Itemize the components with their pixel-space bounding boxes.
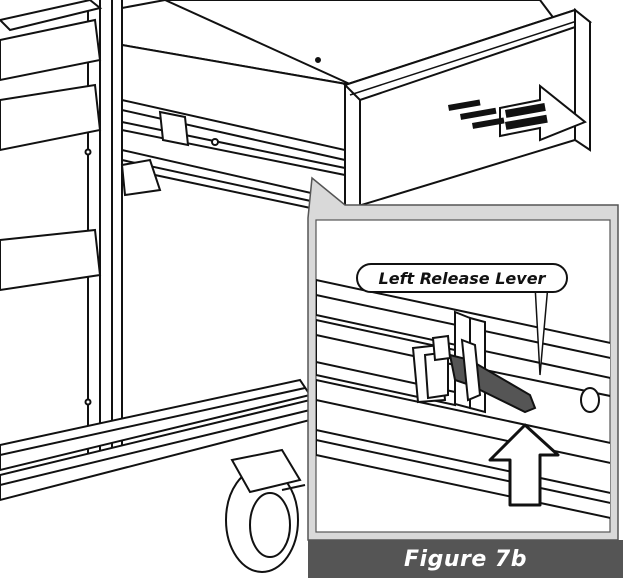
cart-frame	[0, 0, 312, 502]
release-lever-callout: Left Release Lever	[356, 263, 568, 293]
figure-caption-bar: Figure 7b	[308, 540, 623, 578]
figure-caption: Figure 7b	[404, 546, 527, 572]
open-drawer	[120, 0, 593, 212]
arrow-up-icon	[488, 423, 560, 507]
callout-panel	[307, 176, 619, 541]
callout-label-text: Left Release Lever	[378, 268, 546, 288]
arrow-right-icon	[448, 83, 587, 142]
caster-wheel	[225, 448, 306, 573]
